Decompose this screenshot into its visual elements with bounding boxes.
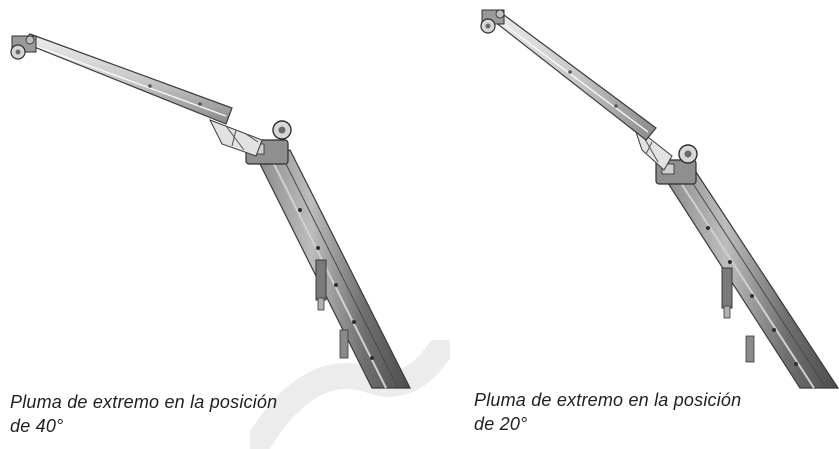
figure-jib-20: Pluma de extremo en la posición de 20° [420,0,839,449]
figure-jib-40: Pluma de extremo en la posición de 40° [10,33,411,438]
jib-arm [20,33,233,125]
jib-tip [10,35,37,60]
jib-connector [208,119,263,157]
caption-jib-20: Pluma de extremo en la posición de 20° [474,388,741,436]
hydraulic-cylinder [721,267,755,363]
caption-line-2: de 20° [474,414,528,434]
jib-tip [480,9,505,34]
caption-line-2: de 40° [10,416,64,436]
caption-line-1: Pluma de extremo en la posición [474,390,742,410]
caption-line-1: Pluma de extremo en la posición [10,392,278,412]
jib-20-illustration [480,9,839,389]
jib-40-illustration [10,33,411,389]
main-boom [257,149,411,389]
caption-jib-40: Pluma de extremo en la posición de 40° [10,390,277,438]
hydraulic-cylinder [315,259,349,359]
jib-arm [488,11,657,141]
